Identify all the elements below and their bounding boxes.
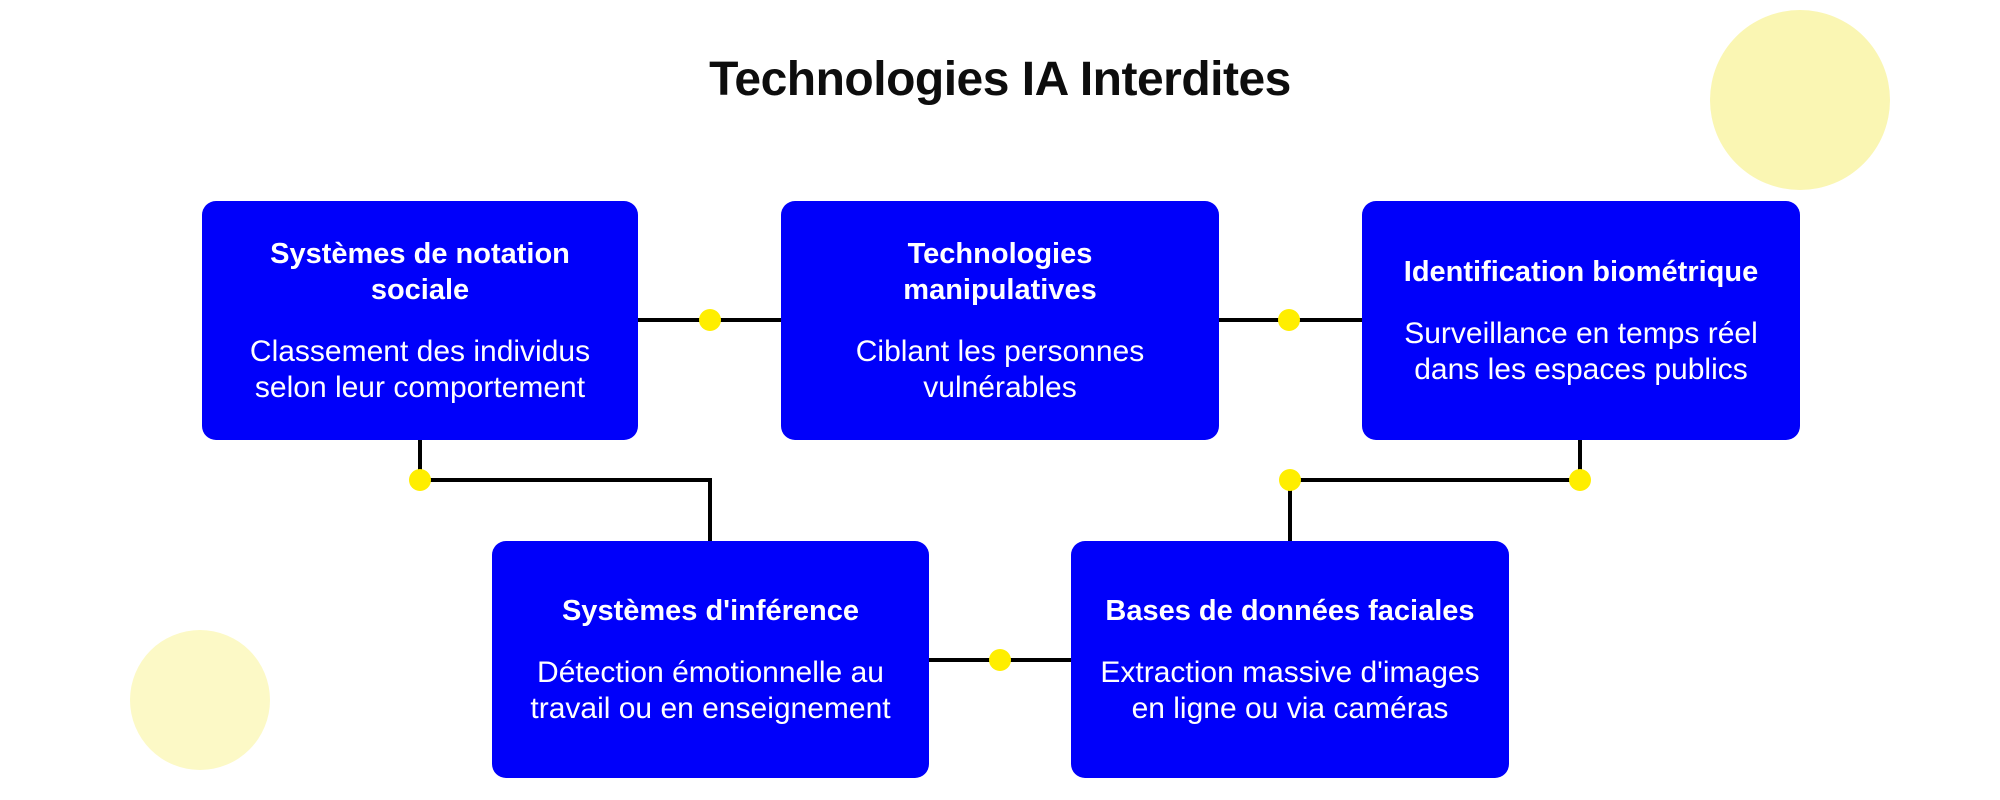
connector-elbow-node1-node4-vertical-bottom <box>708 478 712 541</box>
node-description: Extraction massive d'images en ligne ou … <box>1100 655 1480 725</box>
node-description: Détection émotionnelle au travail ou en … <box>530 655 891 725</box>
connector-elbow-node1-node4-horizontal <box>418 478 712 482</box>
node-description: Classement des individus selon leur comp… <box>249 334 591 404</box>
node-identification-biometrique: Identification biométrique Surveillance … <box>1362 201 1800 440</box>
connector-elbow-node3-node5-vertical-bottom <box>1288 478 1292 541</box>
node-systemes-inference: Systèmes d'inférence Détection émotionne… <box>492 541 929 778</box>
node-heading: Identification biométrique <box>1403 255 1759 288</box>
node-technologies-manipulatives: Technologies manipulatives Ciblant les p… <box>781 201 1219 440</box>
node-heading: Technologies manipulatives <box>903 237 1097 306</box>
connector-elbow-node3-node5-vertical-top <box>1578 440 1582 482</box>
node-heading: Systèmes de notation sociale <box>270 237 570 306</box>
decorative-circle-bottom-left <box>130 630 270 770</box>
node-heading: Systèmes d'inférence <box>561 594 860 627</box>
junction-dot-node2-node3 <box>1278 309 1300 331</box>
node-systemes-notation-sociale: Systèmes de notation sociale Classement … <box>202 201 638 440</box>
node-description: Surveillance en temps réel dans les espa… <box>1404 316 1758 386</box>
node-heading: Bases de données faciales <box>1105 594 1475 627</box>
junction-dot-node3-elbow <box>1569 469 1591 491</box>
connector-elbow-node3-node5-horizontal <box>1288 478 1582 482</box>
page-title: Technologies IA Interdites <box>709 53 1291 106</box>
connector-elbow-node1-node4-vertical-top <box>418 440 422 482</box>
node-bases-donnees-faciales: Bases de données faciales Extraction mas… <box>1071 541 1509 778</box>
junction-dot-node1-elbow <box>409 469 431 491</box>
junction-dot-node5-elbow <box>1279 469 1301 491</box>
junction-dot-node1-node2 <box>699 309 721 331</box>
decorative-circle-top-right <box>1710 10 1890 190</box>
junction-dot-node4-node5 <box>989 649 1011 671</box>
node-description: Ciblant les personnes vulnérables <box>855 334 1145 404</box>
